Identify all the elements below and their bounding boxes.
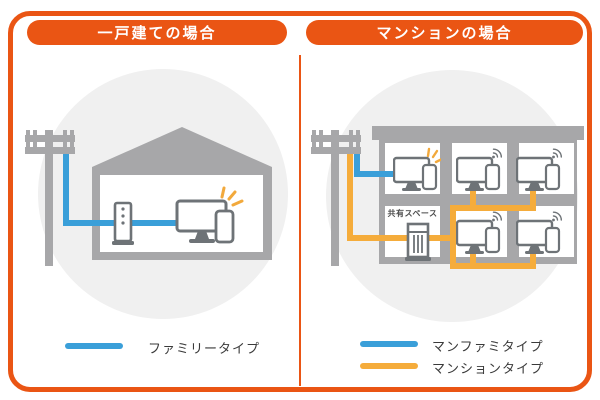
- onu-base: [112, 241, 134, 245]
- shared-space-label: 共有スペース: [387, 209, 438, 218]
- monitor-stand: [528, 182, 541, 188]
- legend-label-family: ファミリータイプ: [148, 342, 261, 357]
- wifi-icon: [552, 211, 562, 222]
- smartphone: [484, 226, 501, 254]
- monitor-stand: [468, 245, 481, 251]
- smartphone: [544, 226, 561, 254]
- smartphone: [214, 209, 235, 244]
- wifi-icon: [552, 148, 562, 159]
- rack-base: [405, 257, 431, 261]
- monitor-phone-icon-unit: [516, 211, 562, 254]
- pole-bar: [45, 130, 53, 266]
- pole-crossarm: [311, 135, 361, 142]
- building-roof: [372, 126, 584, 140]
- legend-swatch-manfami: [360, 341, 418, 347]
- monitor-stand: [195, 231, 209, 239]
- monitor-phone-icon-unit: [456, 211, 502, 254]
- left-panel-title: 一戸建ての場合: [27, 20, 287, 45]
- smartphone: [544, 163, 561, 191]
- monitor-phone-icon-unit: [456, 148, 502, 191]
- onu-router-icon: [112, 201, 134, 245]
- pole-crossarm: [311, 147, 361, 154]
- mansion-line-pole-vertical: [347, 152, 353, 241]
- monitor-stand: [468, 182, 481, 188]
- mansion-line-stub-bottom-middle: [470, 247, 476, 269]
- sparkle-icon: [426, 147, 441, 164]
- monitor-phone-icon-unit: [393, 147, 441, 191]
- legend-swatch-mansion: [360, 363, 418, 369]
- utility-pole-icon-left: [25, 126, 75, 266]
- manfami-line-vertical: [354, 152, 360, 177]
- mansion-line-riser: [450, 205, 456, 269]
- family-line-vertical: [63, 152, 69, 226]
- legend-swatch-family: [65, 343, 123, 349]
- mansion-line-to-shared-space: [347, 235, 456, 241]
- right-panel-title: マンションの場合: [306, 20, 583, 45]
- sparkle-icon: [220, 186, 226, 199]
- monitor-phone-icon-unit: [516, 148, 562, 191]
- monitor-stand: [405, 182, 418, 188]
- monitor-phone-icon-house: [175, 186, 244, 244]
- outer-border: [8, 11, 592, 392]
- panel-divider: [299, 55, 301, 386]
- manfami-line-horizontal: [354, 171, 408, 177]
- pole-bar: [331, 130, 339, 266]
- smartphone: [484, 163, 501, 191]
- pole-crossarm: [25, 147, 75, 154]
- mansion-line-stub-top-right: [530, 188, 536, 211]
- mansion-line-stub-bottom-right: [530, 247, 536, 269]
- mansion-line-stub-top-middle: [470, 188, 476, 211]
- monitor-stand: [528, 245, 541, 251]
- mansion-line-upper-branch: [450, 205, 536, 211]
- smartphone: [421, 163, 438, 191]
- mansion-line-lower-branch: [450, 263, 536, 269]
- utility-pole-icon-right: [311, 126, 361, 266]
- legend-label-mansion: マンションタイプ: [432, 362, 545, 377]
- legend-label-manfami: マンファミタイプ: [432, 340, 544, 355]
- wifi-icon: [492, 211, 502, 222]
- pole-crossarm: [25, 135, 75, 142]
- wifi-icon: [492, 148, 502, 159]
- shared-equipment-icon: [405, 222, 431, 261]
